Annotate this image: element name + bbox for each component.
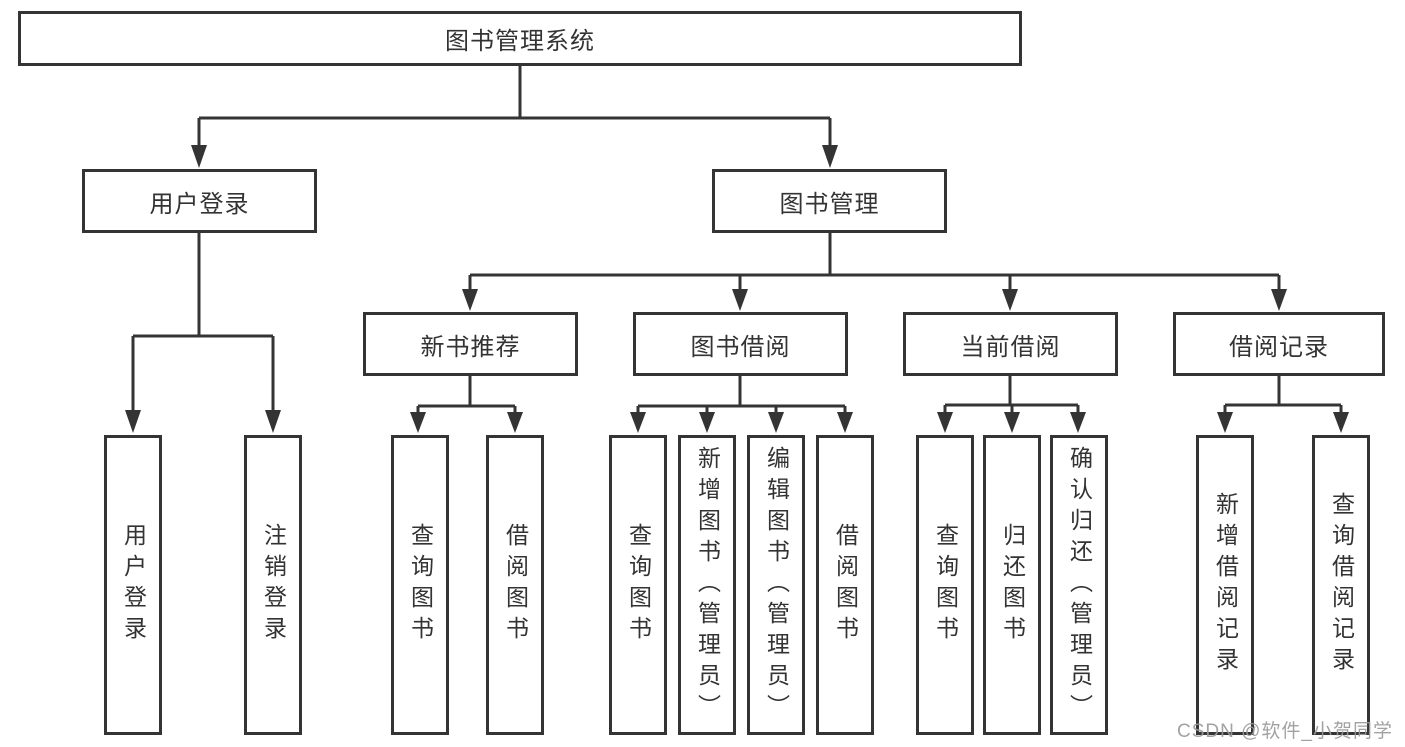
leaf-label: 借阅图书 <box>832 523 859 647</box>
leaf-borrow-books: 借阅图书 <box>816 435 874 735</box>
node-user-login: 用户登录 <box>82 169 317 233</box>
node-borrow-records: 借阅记录 <box>1173 312 1385 376</box>
node-current-borrow: 当前借阅 <box>903 312 1118 376</box>
leaf-label: 新增借阅记录 <box>1212 492 1239 678</box>
node-book-management: 图书管理 <box>712 169 947 233</box>
leaf-confirm-return-admin: 确认归还（管理员） <box>1050 435 1108 735</box>
leaf-query-books-recommend: 查询图书 <box>391 435 449 735</box>
leaf-user-login: 用户登录 <box>104 435 162 735</box>
node-library-system: 图书管理系统 <box>18 11 1022 66</box>
leaf-query-books-current: 查询图书 <box>916 435 974 735</box>
leaf-label: 注销登录 <box>260 523 287 647</box>
leaf-label: 编辑图书（管理员） <box>763 445 790 725</box>
leaf-label: 确认归还（管理员） <box>1066 445 1093 725</box>
node-book-borrow: 图书借阅 <box>633 312 848 376</box>
leaf-return-books: 归还图书 <box>983 435 1041 735</box>
leaf-label: 用户登录 <box>120 523 147 647</box>
leaf-label: 查询图书 <box>625 523 652 647</box>
leaf-add-borrow-record: 新增借阅记录 <box>1196 435 1254 735</box>
leaf-add-books-admin: 新增图书（管理员） <box>678 435 736 735</box>
leaf-label: 归还图书 <box>999 523 1026 647</box>
leaf-label: 新增图书（管理员） <box>694 445 721 725</box>
leaf-query-borrow-record: 查询借阅记录 <box>1312 435 1370 735</box>
leaf-label: 查询借阅记录 <box>1328 492 1355 678</box>
csdn-watermark: CSDN @软件_小贺同学 <box>1177 721 1393 742</box>
leaf-query-books-borrow: 查询图书 <box>609 435 667 735</box>
leaf-edit-books-admin: 编辑图书（管理员） <box>747 435 805 735</box>
leaf-borrow-books-recommend: 借阅图书 <box>486 435 544 735</box>
leaf-label: 查询图书 <box>932 523 959 647</box>
leaf-label: 查询图书 <box>407 523 434 647</box>
node-new-book-recommend: 新书推荐 <box>363 312 578 376</box>
leaf-logout: 注销登录 <box>244 435 302 735</box>
leaf-label: 借阅图书 <box>502 523 529 647</box>
